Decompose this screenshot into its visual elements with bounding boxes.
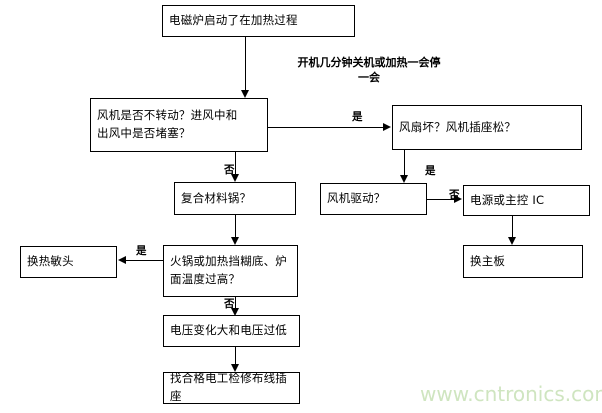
arrowhead-start-to-fan-check — [240, 90, 249, 98]
connector-power-ic-to-replace-mainboard — [512, 216, 513, 238]
arrowhead-hotpot-to-voltage-issue — [230, 308, 239, 316]
arrowhead-fan-drive-to-power-ic — [454, 194, 462, 203]
node-fan-check[interactable]: 风机是否不转动？进风中和 出风中是否堵塞？ — [90, 98, 268, 152]
node-fan-broken[interactable]: 风扇坏？风机插座松？ — [392, 105, 582, 150]
connector-fan-check-to-fan-broken — [268, 127, 384, 128]
connector-hotpot-to-voltage-issue — [235, 297, 236, 310]
node-replace-thermistor[interactable]: 换热敏头 — [20, 246, 117, 278]
symptom-annotation: 开机几分钟关机或加热一会停 一会 — [297, 56, 441, 84]
arrowhead-hotpot-to-replace-thermistor — [118, 255, 126, 264]
node-call-electrician[interactable]: 找合格电工检修布线插座 — [163, 371, 300, 404]
arrowhead-power-ic-to-replace-mainboard — [507, 237, 516, 245]
arrowhead-fan-check-to-composite-pot — [230, 174, 239, 182]
edge-label-fan-check-yes: 是 — [352, 111, 363, 123]
connector-fan-check-to-composite-pot — [235, 152, 236, 175]
connector-fan-drive-to-power-ic — [405, 199, 455, 200]
edge-label-fan-broken-yes: 是 — [425, 165, 436, 177]
node-voltage-issue[interactable]: 电压变化大和电压过低 — [163, 315, 300, 347]
arrowhead-fan-check-to-fan-broken — [383, 122, 391, 131]
node-power-ic[interactable]: 电源或主控 IC — [463, 185, 590, 216]
node-fan-drive[interactable]: 风机驱动？ — [320, 183, 427, 215]
connector-voltage-issue-to-call-electrician — [235, 347, 236, 365]
node-hotpot-overtemp[interactable]: 火锅或加热挡糊底、炉 面温度过高？ — [163, 245, 298, 297]
arrowhead-voltage-issue-to-call-electrician — [230, 364, 239, 372]
edge-label-hotpot-no: 否 — [224, 298, 235, 310]
edge-label-fan-check-no: 否 — [224, 164, 235, 176]
node-start[interactable]: 电磁炉启动了在加热过程 — [162, 5, 355, 37]
connector-hotpot-to-replace-thermistor — [126, 260, 164, 261]
node-replace-mainboard[interactable]: 换主板 — [463, 245, 583, 278]
connector-fan-broken-to-fan-drive — [404, 150, 405, 176]
site-watermark: www.cntronics.com — [420, 382, 602, 406]
arrowhead-fan-broken-to-fan-drive — [399, 175, 408, 183]
node-composite-pot[interactable]: 复合材料锅？ — [174, 182, 296, 215]
connector-start-to-fan-check — [245, 37, 246, 91]
connector-composite-pot-to-hotpot — [235, 215, 236, 238]
arrowhead-composite-pot-to-hotpot — [230, 237, 239, 245]
edge-label-hotpot-yes: 是 — [136, 245, 147, 257]
